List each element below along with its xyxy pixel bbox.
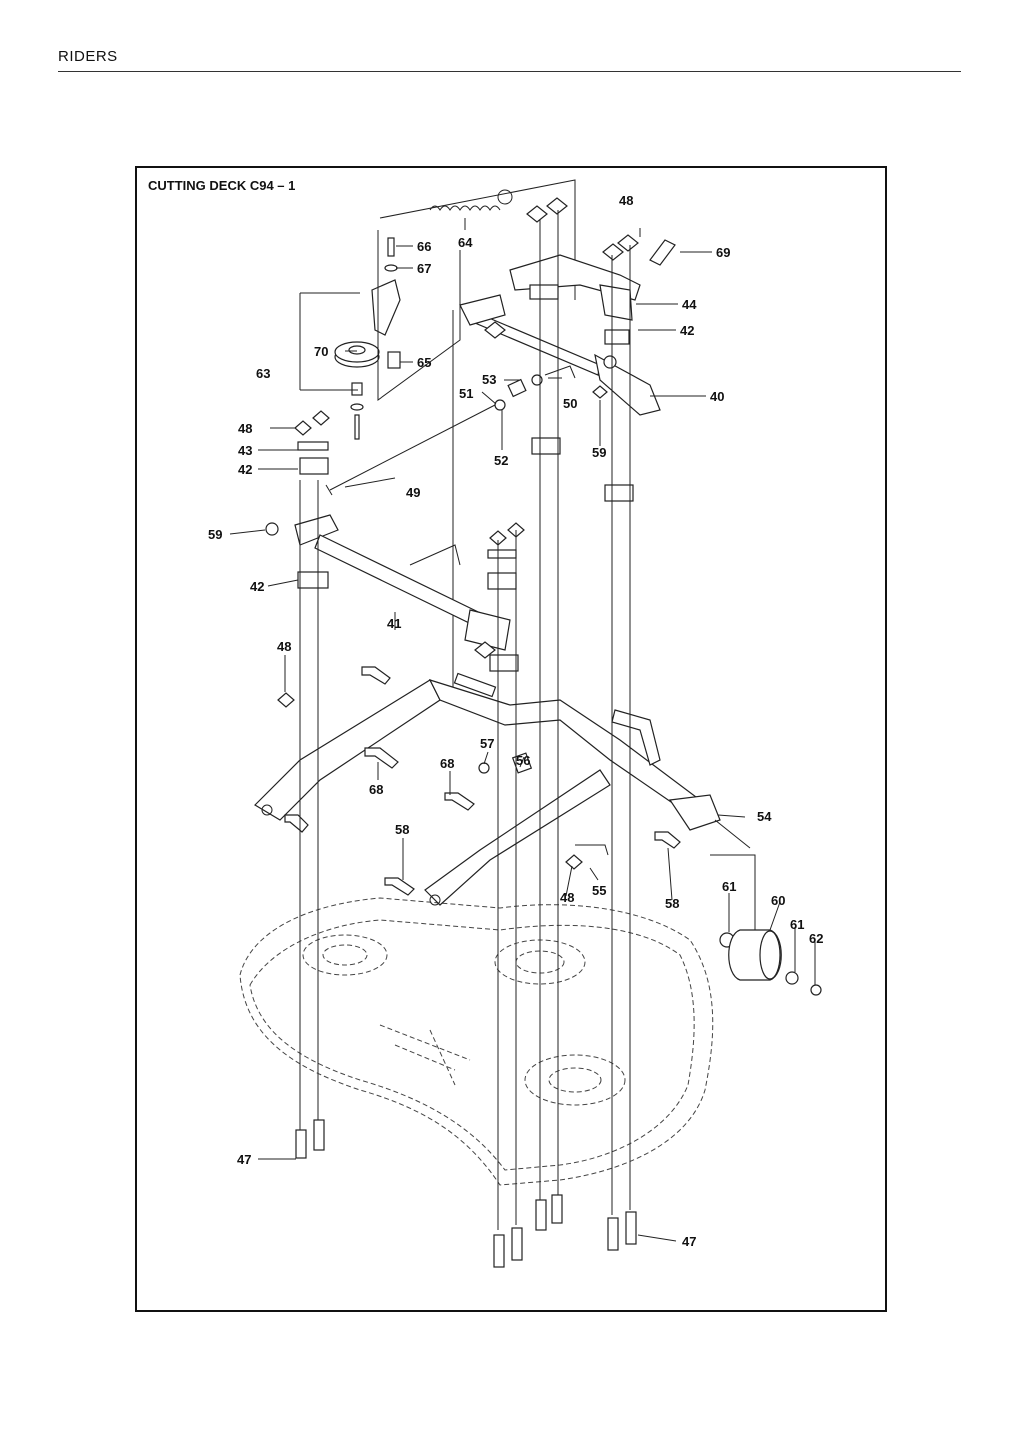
mid-hardware	[277, 666, 681, 896]
callout-41: 41	[387, 616, 401, 631]
callout-63: 63	[256, 366, 270, 381]
callout-52: 52	[494, 453, 508, 468]
callout-61: 61	[722, 879, 736, 894]
callout-48: 48	[277, 639, 291, 654]
callout-labels: 64 66 67 65 70 63 48 69 44 42 40 53 51 5…	[208, 193, 823, 1249]
lift-rod	[325, 310, 576, 700]
callout-42: 42	[238, 462, 252, 477]
anti-scalp-roller	[710, 854, 822, 996]
callout-62: 62	[809, 931, 823, 946]
callout-50: 50	[563, 396, 577, 411]
callout-51: 51	[459, 386, 473, 401]
idler-arm-assembly	[299, 230, 461, 440]
header-divider	[58, 71, 961, 72]
rear-lift-shaft	[459, 294, 661, 416]
mounting-bolts	[295, 210, 637, 1268]
callout-66: 66	[417, 239, 431, 254]
callout-47: 47	[682, 1234, 696, 1249]
callout-64: 64	[458, 235, 473, 250]
callout-44: 44	[682, 297, 697, 312]
callout-60: 60	[771, 893, 785, 908]
callout-42: 42	[680, 323, 694, 338]
callout-70: 70	[314, 344, 328, 359]
callout-68: 68	[369, 782, 383, 797]
callout-68: 68	[440, 756, 454, 771]
callout-53: 53	[482, 372, 496, 387]
callout-65: 65	[417, 355, 431, 370]
callout-56: 56	[516, 753, 530, 768]
callout-58: 58	[395, 822, 409, 837]
callout-57: 57	[480, 736, 494, 751]
callout-67: 67	[417, 261, 431, 276]
callout-49: 49	[406, 485, 420, 500]
callout-59: 59	[208, 527, 222, 542]
diagram-title: CUTTING DECK C94 – 1	[148, 178, 296, 193]
callout-48: 48	[560, 890, 574, 905]
callout-48: 48	[238, 421, 252, 436]
section-header: RIDERS	[58, 48, 118, 65]
callout-47: 47	[237, 1152, 251, 1167]
callout-leaders	[229, 218, 816, 1242]
front-lift-shaft	[265, 514, 511, 659]
callout-58: 58	[665, 896, 679, 911]
callout-54: 54	[757, 809, 772, 824]
callout-43: 43	[238, 443, 252, 458]
lift-arm-frame	[254, 672, 751, 906]
callout-42: 42	[250, 579, 264, 594]
callout-59: 59	[592, 445, 606, 460]
diagram-frame	[135, 166, 887, 1312]
callout-55: 55	[592, 883, 606, 898]
left-blocks-nuts	[294, 410, 634, 672]
callout-48: 48	[619, 193, 633, 208]
cutting-deck-housing	[239, 897, 714, 1186]
lift-bracket	[509, 197, 676, 345]
callout-69: 69	[716, 245, 730, 260]
callout-61: 61	[790, 917, 804, 932]
callout-40: 40	[710, 389, 724, 404]
